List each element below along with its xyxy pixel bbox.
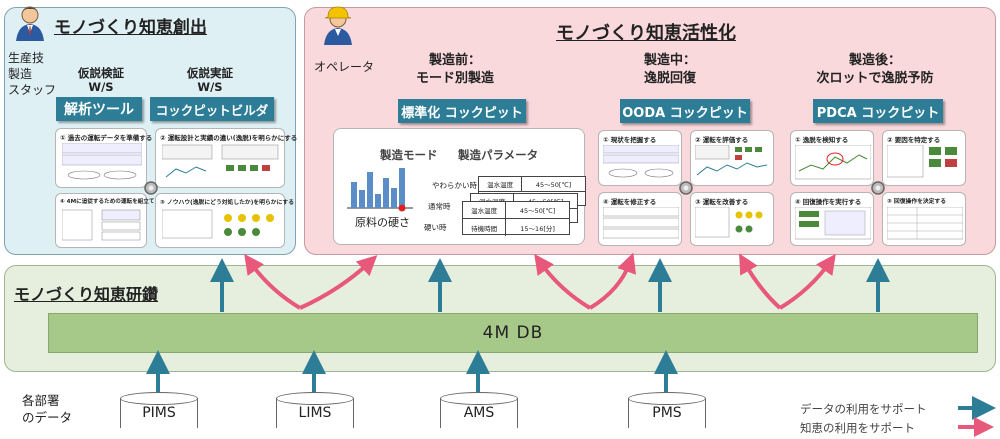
ooda-card-1: ① 現状を把握する — [598, 130, 682, 186]
right-panel-title: モノづくり知恵活性化 — [556, 23, 736, 44]
pdca-cycle-icon — [870, 180, 886, 196]
pdca-card-1: ① 逸脱を検知する — [790, 130, 874, 186]
decide-illustration — [695, 207, 763, 238]
pdca-card-4: ④ 回復操作を実行する — [790, 192, 874, 246]
decide-recovery-illustration — [887, 207, 963, 240]
orient-illustration — [695, 145, 768, 176]
band-title: モノづくり知恵研鑽 — [14, 285, 159, 304]
left-card-4: ④ 4Mに追従するための運転を組立てる — [55, 193, 160, 248]
deviation-illustration — [162, 144, 279, 178]
knowhow-illustration — [162, 209, 274, 239]
legend-wisdom-support: 知恵の利用をサポート — [800, 421, 915, 435]
ams-database: AMS — [440, 392, 518, 434]
pms-database: PMS — [628, 392, 706, 434]
post-production-header: 製造後： 次ロットで逸脱予防 — [816, 53, 934, 86]
ooda-cycle-icon — [678, 180, 694, 196]
ooda-card-3: ③ 運転を改善する — [690, 192, 774, 246]
left-panel-title: モノづくり知恵創出 — [54, 18, 207, 38]
pdca-cockpit-button[interactable]: PDCA コックピット — [813, 99, 943, 123]
material-hardness-chart — [347, 168, 413, 212]
4m-db-bar: 4M DB — [48, 313, 978, 353]
hard-label: 硬い時 — [424, 223, 447, 232]
pdca-card-2: ② 要因を特定する — [882, 130, 966, 186]
act-illustration — [603, 207, 679, 239]
left-card-3: ③ ノウハウ(逸脱にどう対処したか)を明らかにする — [155, 193, 294, 248]
cause-illustration — [887, 145, 957, 178]
execute-illustration — [795, 207, 871, 240]
operator-person-icon — [318, 4, 358, 46]
staff-label: 生産技 製造 スタッフ — [8, 51, 57, 97]
pdca-card-3: ③ 回復操作を決定する — [882, 192, 966, 246]
soft-label: やわらかい時 — [432, 181, 477, 190]
in-production-header: 製造中： 逸脱回復 — [643, 53, 696, 86]
departments-data-label: 各部署 のデータ — [22, 393, 73, 425]
hypothesis-verification-header: 仮説検証 W/S — [78, 66, 124, 94]
hypothesis-demonstration-header: 仮説実証 W/S — [187, 66, 233, 94]
data-prep-illustration — [62, 143, 142, 180]
pims-database: PIMS — [120, 392, 198, 434]
analysis-tool-button[interactable]: 解析ツール — [56, 97, 142, 121]
standardization-cockpit-button[interactable]: 標準化 コックピット — [398, 99, 526, 123]
ooda-cockpit-button[interactable]: OODA コックピット — [620, 99, 750, 123]
cockpit-builder-button[interactable]: コックピットビルダ — [150, 97, 274, 121]
legend-data-support: データの利用をサポート — [800, 402, 927, 416]
cycle-icon — [143, 180, 159, 196]
operation-build-illustration — [62, 209, 141, 241]
staff-person-icon — [10, 3, 50, 43]
param-label: 製造パラメータ — [458, 148, 539, 162]
left-card-1: ① 過去の運転データを準備する — [55, 128, 152, 188]
left-card-2: ② 運転設計と実績の違い(逸脱)を明らかにする — [155, 128, 297, 188]
normal-label: 通常時 — [428, 202, 451, 211]
operator-label: オペレータ — [314, 60, 375, 74]
mode-label: 製造モード — [380, 148, 438, 162]
lims-database: LIMS — [276, 392, 354, 434]
ooda-card-2: ② 運転を評価する — [690, 130, 774, 186]
material-hardness-label: 原料の硬さ — [355, 216, 410, 229]
detect-illustration — [795, 145, 871, 180]
ooda-card-4: ④ 運転を修正する — [598, 192, 682, 246]
pre-production-header: 製造前： モード別製造 — [415, 53, 494, 86]
observe-illustration — [603, 145, 679, 178]
